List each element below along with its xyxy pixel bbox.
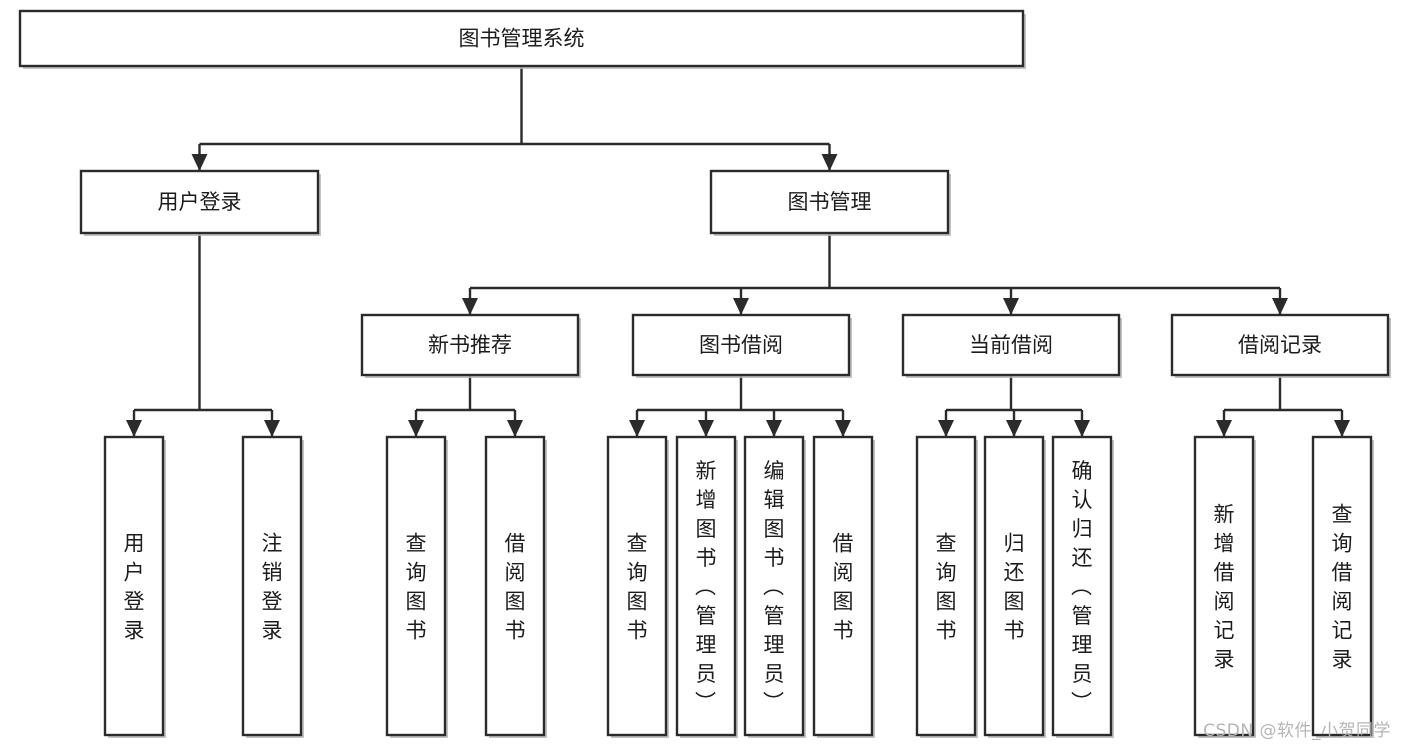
node-leaf-user-login[interactable]: 用户登录 xyxy=(103,435,166,738)
node-label: 编辑图书（管理员） xyxy=(763,459,785,715)
node-label: 归还图书 xyxy=(1004,532,1025,643)
node-rect xyxy=(675,435,737,737)
node-rect xyxy=(103,435,165,737)
node-label: 当前借阅 xyxy=(969,333,1053,357)
edge-group-book-borrow xyxy=(629,375,851,437)
node-label: 借阅记录 xyxy=(1238,333,1322,357)
edge-group-borrow-record xyxy=(1216,375,1350,437)
edge-group-book-manage xyxy=(462,233,1288,315)
node-leaf-br-query[interactable]: 查询借阅记录 xyxy=(1311,435,1374,738)
node-leaf-cb-confirm[interactable]: 确认归还（管理员） xyxy=(1051,435,1114,738)
edge-group-new-book-rec xyxy=(408,375,523,437)
node-label: 新书推荐 xyxy=(428,333,512,357)
node-rect xyxy=(1051,435,1113,737)
node-label: 查询借阅记录 xyxy=(1332,503,1353,672)
edges-layer xyxy=(126,66,1350,437)
node-leaf-bb-borrow[interactable]: 借阅图书 xyxy=(812,435,875,738)
node-rect xyxy=(709,169,950,235)
node-label: 查询图书 xyxy=(936,532,957,643)
node-root[interactable]: 图书管理系统 xyxy=(18,9,1026,69)
edge-group-current-borrow xyxy=(938,375,1090,437)
node-rect xyxy=(1193,435,1255,737)
node-label: 查询图书 xyxy=(406,532,427,643)
node-label: 用户登录 xyxy=(124,532,145,643)
node-rect xyxy=(915,435,977,737)
node-rect xyxy=(484,435,546,737)
node-leaf-user-logout[interactable]: 注销登录 xyxy=(241,435,304,738)
edge-group-user-login xyxy=(126,233,280,437)
node-rect xyxy=(812,435,874,737)
node-rect xyxy=(606,435,668,737)
node-leaf-cb-return[interactable]: 归还图书 xyxy=(983,435,1046,738)
node-rect xyxy=(901,313,1121,377)
node-label: 查询图书 xyxy=(627,532,648,643)
node-rect xyxy=(18,9,1025,68)
node-label: 用户登录 xyxy=(158,190,242,214)
node-label: 图书借阅 xyxy=(699,333,783,357)
node-borrow-record[interactable]: 借阅记录 xyxy=(1170,313,1391,378)
node-current-borrow[interactable]: 当前借阅 xyxy=(901,313,1122,378)
edge-group-root xyxy=(191,66,838,171)
node-leaf-bb-query[interactable]: 查询图书 xyxy=(606,435,669,738)
node-label: 借阅图书 xyxy=(833,532,854,643)
node-label: 借阅图书 xyxy=(505,532,526,643)
node-rect xyxy=(385,435,447,737)
node-leaf-rec-borrow[interactable]: 借阅图书 xyxy=(484,435,547,738)
node-label: 新增借阅记录 xyxy=(1214,503,1235,672)
node-leaf-rec-query[interactable]: 查询图书 xyxy=(385,435,448,738)
node-rect xyxy=(1311,435,1373,737)
node-rect xyxy=(983,435,1045,737)
node-rect xyxy=(1170,313,1390,377)
nodes-layer: 图书管理系统用户登录图书管理新书推荐图书借阅当前借阅借阅记录用户登录注销登录查询… xyxy=(18,9,1391,738)
node-new-book-rec[interactable]: 新书推荐 xyxy=(360,313,581,378)
node-leaf-br-add[interactable]: 新增借阅记录 xyxy=(1193,435,1256,738)
node-rect xyxy=(241,435,303,737)
node-leaf-cb-query[interactable]: 查询图书 xyxy=(915,435,978,738)
node-rect xyxy=(631,313,851,377)
node-label: 图书管理 xyxy=(788,190,872,214)
node-label: 图书管理系统 xyxy=(459,27,585,51)
node-label: 新增图书（管理员） xyxy=(695,459,717,715)
node-user-login[interactable]: 用户登录 xyxy=(79,169,321,236)
node-leaf-bb-add[interactable]: 新增图书（管理员） xyxy=(675,435,738,738)
node-leaf-bb-edit[interactable]: 编辑图书（管理员） xyxy=(743,435,806,738)
node-label: 注销登录 xyxy=(262,532,283,643)
node-label: 确认归还（管理员） xyxy=(1071,459,1093,715)
node-rect xyxy=(360,313,580,377)
node-rect xyxy=(743,435,805,737)
node-rect xyxy=(79,169,320,235)
node-book-manage[interactable]: 图书管理 xyxy=(709,169,951,236)
watermark-text: CSDN @软件_小贺同学 xyxy=(1203,721,1391,741)
node-book-borrow[interactable]: 图书借阅 xyxy=(631,313,852,378)
